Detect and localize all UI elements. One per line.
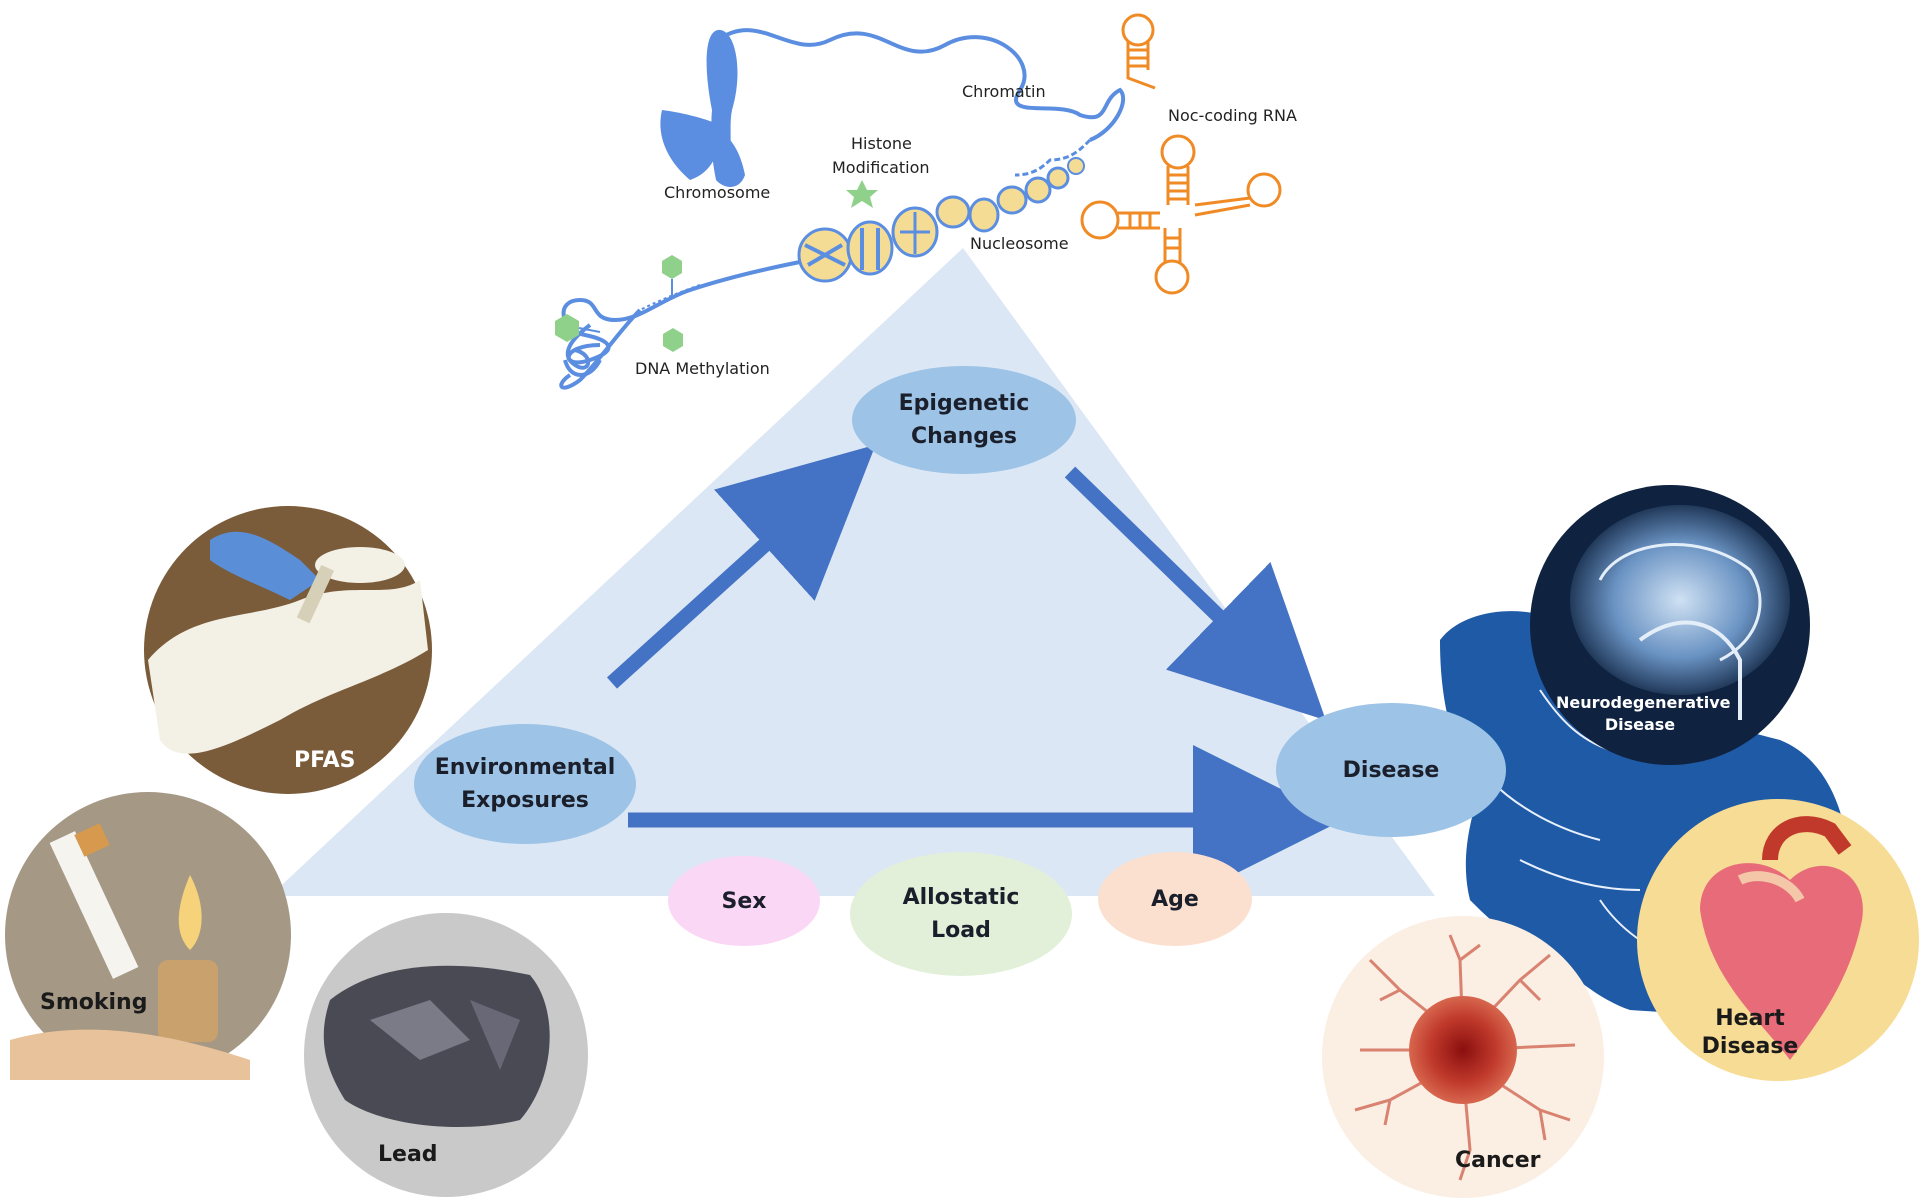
age-label: Age <box>1151 886 1199 912</box>
chromosome-label: Chromosome <box>664 183 771 202</box>
neuro-line-2: Disease <box>1604 715 1676 735</box>
dna-helix <box>559 260 801 390</box>
nucleosome-label: Nucleosome <box>970 234 1069 253</box>
allostatic-line-2: Load <box>931 918 991 943</box>
sex-label: Sex <box>721 888 767 914</box>
environmental-exposures-node: Environmental Exposures <box>414 724 636 844</box>
smoking-label: Smoking <box>40 990 148 1015</box>
lead-label: Lead <box>378 1142 438 1167</box>
rna-cloverleaf <box>1080 134 1282 295</box>
environmental-line-2: Exposures <box>461 788 589 813</box>
age-modifier: Age <box>1098 852 1252 946</box>
arrow-epigenetic-to-disease <box>1064 466 1326 721</box>
dna-methylation-label: DNA Methylation <box>635 359 770 378</box>
pfas-label: PFAS <box>294 748 356 773</box>
lead-image <box>304 913 588 1197</box>
neurodegenerative-label: Neurodegenerative Disease <box>1556 692 1731 737</box>
cancer-label: Cancer <box>1455 1148 1541 1173</box>
chromosome-graphic <box>660 29 745 187</box>
heart-line-1: Heart <box>1715 1006 1785 1031</box>
sex-modifier: Sex <box>668 856 820 946</box>
cancer-image <box>1322 916 1604 1198</box>
chromatin-label: Chromatin <box>962 82 1046 101</box>
noncoding-rna-label: Noc-coding RNA <box>1168 106 1297 125</box>
environmental-line-1: Environmental <box>434 755 616 780</box>
nucleosomes <box>797 157 1085 283</box>
epigenetic-line-1: Epigenetic <box>898 391 1030 416</box>
epigenetic-line-2: Changes <box>910 424 1018 449</box>
histone-label-2: Modification <box>832 158 930 177</box>
methyl-groups <box>555 255 683 352</box>
heart-line-2: Disease <box>1701 1033 1799 1059</box>
histone-label-1: Histone <box>851 134 912 153</box>
neuro-image <box>1530 485 1810 765</box>
smoking-image <box>5 792 291 1080</box>
epigenetic-changes-node: Epigenetic Changes <box>852 366 1076 474</box>
allostatic-load-modifier: Allostatic Load <box>850 852 1072 976</box>
neuro-line-1: Neurodegenerative <box>1556 693 1731 712</box>
disease-label: Disease <box>1342 757 1440 783</box>
rna-hairpin <box>1121 13 1156 90</box>
histone-star <box>846 180 878 208</box>
chromatin-fiber <box>716 28 1126 142</box>
pfas-image <box>144 506 432 794</box>
heart-disease-label: Heart Disease <box>1690 1005 1810 1060</box>
allostatic-line-1: Allostatic <box>902 885 1020 910</box>
heart-image <box>1637 799 1919 1081</box>
arrow-exposures-to-epigenetic <box>606 444 876 689</box>
disease-node: Disease <box>1276 703 1506 837</box>
